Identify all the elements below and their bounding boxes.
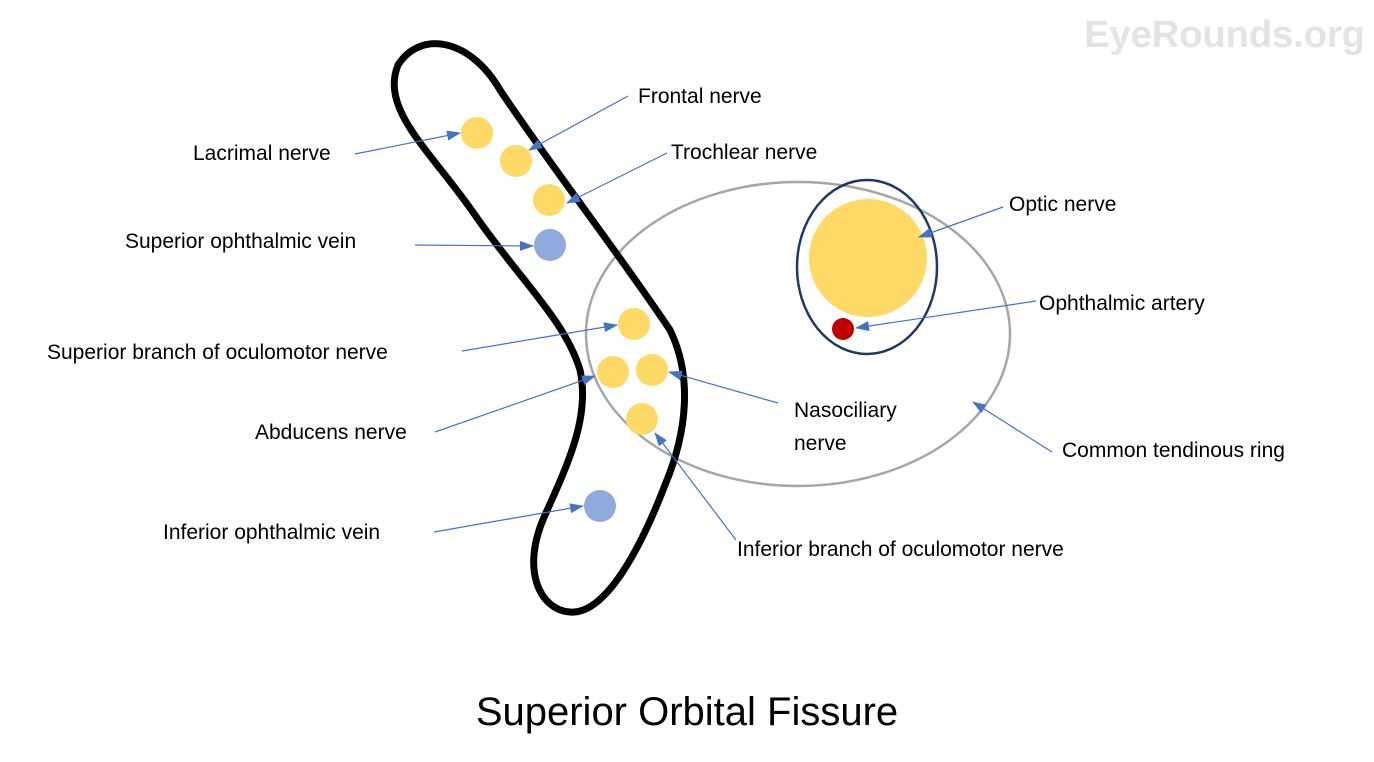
label-optic-nerve: Optic nerve — [1009, 193, 1116, 216]
label-abducens-nerve: Abducens nerve — [255, 421, 407, 444]
abducens-nerve-arrow — [434, 375, 596, 433]
superior-branch-oculomotor-arrow — [461, 322, 618, 352]
label-trochlear-nerve: Trochlear nerve — [671, 141, 817, 164]
label-nasociliary-line1: Nasociliary — [794, 399, 897, 422]
label-ophthalmic-artery: Ophthalmic artery — [1039, 292, 1205, 315]
lacrimal-nerve-arrow — [354, 130, 461, 155]
ophthalmic-artery-arrow — [855, 300, 1037, 332]
label-lacrimal-nerve: Lacrimal nerve — [193, 142, 331, 165]
fissure-outline — [390, 40, 689, 616]
label-superior-ophthalmic-vein: Superior ophthalmic vein — [125, 230, 356, 253]
inferior-ophthalmic-vein-dot — [584, 490, 616, 522]
inferior-branch-oculomotor-dot — [626, 403, 658, 435]
diagram-title: Superior Orbital Fissure — [476, 690, 898, 734]
ophthalmic-artery — [832, 318, 854, 340]
superior-ophthalmic-vein-arrow — [414, 240, 534, 251]
trochlear-nerve-dot — [533, 184, 565, 216]
inferior-branch-oculomotor-arrow — [654, 432, 737, 541]
abducens-nerve-dot — [597, 356, 629, 388]
label-common-tendinous-ring: Common tendinous ring — [1062, 439, 1285, 462]
nasociliary-nerve-dot — [636, 354, 668, 386]
superior-ophthalmic-vein-dot — [534, 229, 566, 261]
common-tendinous-ring — [584, 180, 1012, 488]
optic-sheath — [795, 178, 939, 356]
superior-branch-oculomotor-dot — [618, 308, 650, 340]
frontal-nerve-arrow — [528, 95, 629, 151]
nasociliary-nerve-arrow — [668, 370, 779, 404]
label-superior-branch-oculomotor: Superior branch of oculomotor nerve — [47, 341, 388, 364]
inferior-ophthalmic-vein-arrow — [433, 503, 584, 533]
label-nasociliary-line2: nerve — [794, 432, 847, 455]
lacrimal-nerve-dot — [461, 117, 493, 149]
common-tendinous-ring-arrow — [972, 401, 1053, 453]
label-inferior-ophthalmic-vein: Inferior ophthalmic vein — [163, 521, 380, 544]
optic-nerve-arrow — [918, 206, 1004, 238]
label-inferior-branch-oculomotor: Inferior branch of oculomotor nerve — [737, 538, 1064, 561]
frontal-nerve-dot — [500, 145, 532, 177]
trochlear-nerve-arrow — [566, 152, 668, 204]
optic-nerve — [809, 199, 927, 317]
watermark: EyeRounds.org — [1084, 14, 1365, 56]
label-frontal-nerve: Frontal nerve — [638, 85, 762, 108]
